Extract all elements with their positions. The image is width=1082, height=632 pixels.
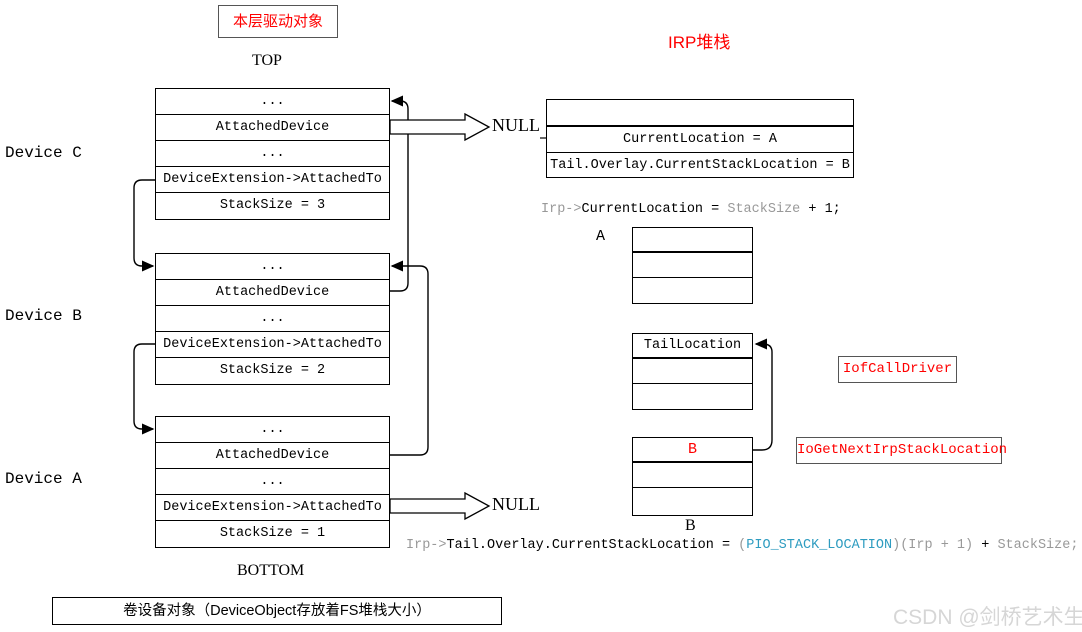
stack-a-row-1: [633, 228, 752, 253]
null-arrow-bottom: [389, 491, 491, 521]
stack-b-row-2: [633, 463, 752, 488]
device-object-b[interactable]: ... AttachedDevice ... DeviceExtension->…: [155, 253, 390, 385]
row-attached-to: DeviceExtension->AttachedTo: [156, 332, 389, 358]
device-object-c[interactable]: ... AttachedDevice ... DeviceExtension->…: [155, 88, 390, 220]
stack-a-left-label: A: [596, 228, 606, 245]
row-ellipsis-top: ...: [156, 417, 389, 443]
attachedto-link-b-to-a: [133, 343, 155, 435]
stack-a-row-3: [633, 278, 752, 303]
formula-part: (: [738, 538, 747, 553]
callout-io-get-next-irp-stack-location[interactable]: IoGetNextIrpStackLocation: [796, 437, 1007, 464]
row-attached-device: AttachedDevice: [156, 115, 389, 141]
irp-stack-location-a[interactable]: [632, 227, 753, 304]
row-ellipsis-mid: ...: [156, 141, 389, 167]
null-label-top: NULL: [492, 115, 540, 135]
row-attached-device: AttachedDevice: [156, 280, 389, 306]
formula-current-stack-location: Irp->Tail.Overlay.CurrentStackLocation =…: [406, 538, 1078, 553]
formula-part: =: [703, 202, 728, 217]
irp-stack-location-b[interactable]: B: [632, 437, 753, 516]
irp-stack-location-tail[interactable]: TailLocation: [632, 333, 753, 410]
formula-part: CurrentLocation: [581, 202, 704, 217]
irp-header-table[interactable]: CurrentLocation = A Tail.Overlay.Current…: [546, 99, 854, 178]
row-attached-to: DeviceExtension->AttachedTo: [156, 495, 389, 521]
volume-device-object-box: 卷设备对象（DeviceObject存放着FS堆栈大小）: [52, 597, 502, 625]
formula-part: +: [973, 538, 998, 553]
formula-part: StackSize: [727, 202, 801, 217]
top-label: TOP: [252, 52, 282, 69]
device-label-c: Device C: [5, 144, 82, 162]
device-object-a[interactable]: ... AttachedDevice ... DeviceExtension->…: [155, 416, 390, 548]
row-stack-size: StackSize = 3: [219, 198, 326, 213]
irp-row-current-location: CurrentLocation = A: [547, 127, 853, 153]
stack-tail-row-2: [633, 359, 752, 384]
stack-b-row-3: [633, 488, 752, 513]
irp-row-current-stack-location: Tail.Overlay.CurrentStackLocation = B: [550, 158, 850, 173]
row-attached-device: AttachedDevice: [156, 443, 389, 469]
formula-current-location: Irp->CurrentLocation = StackSize + 1;: [541, 202, 841, 217]
device-label-b: Device B: [5, 307, 82, 325]
stack-tail-row-1: TailLocation: [633, 334, 752, 359]
stack-b-row-1: B: [633, 438, 752, 463]
stack-tail-row-3: [633, 384, 752, 409]
irp-stack-title: IRP堆栈: [668, 33, 731, 52]
irp-row-blank: [547, 100, 853, 127]
null-label-bottom: NULL: [492, 494, 540, 514]
formula-part: Irp->: [541, 202, 582, 217]
callout-iof-call-driver[interactable]: IofCallDriver: [838, 356, 957, 383]
stack-b-below-label: B: [685, 517, 696, 534]
attachedto-link-c-to-b: [133, 179, 155, 272]
csdn-watermark: CSDN @剑桥艺术生: [893, 606, 1082, 629]
formula-part: + 1;: [800, 202, 841, 217]
formula-part: )(Irp + 1): [892, 538, 974, 553]
null-arrow-top: [389, 112, 491, 142]
device-label-a: Device A: [5, 470, 82, 488]
stack-a-row-2: [633, 253, 752, 278]
bottom-label: BOTTOM: [237, 562, 305, 579]
formula-part: StackSize;: [997, 538, 1079, 553]
row-stack-size: StackSize = 1: [219, 526, 326, 541]
tail-location-link: [753, 338, 773, 451]
formula-part: PIO_STACK_LOCATION: [746, 538, 893, 553]
row-attached-to: DeviceExtension->AttachedTo: [156, 167, 389, 193]
row-ellipsis-mid: ...: [156, 306, 389, 332]
row-stack-size: StackSize = 2: [219, 363, 326, 378]
formula-part: =: [713, 538, 739, 553]
driver-object-title-box: 本层驱动对象: [218, 5, 338, 38]
attacheddevice-link-b-to-c: [390, 95, 409, 292]
attacheddevice-link-a-to-b: [390, 260, 429, 456]
row-ellipsis-top: ...: [156, 254, 389, 280]
row-ellipsis-mid: ...: [156, 469, 389, 495]
row-ellipsis-top: ...: [156, 89, 389, 115]
formula-part: Irp->: [406, 538, 447, 553]
formula-part: Tail.Overlay.CurrentStackLocation: [446, 538, 714, 553]
